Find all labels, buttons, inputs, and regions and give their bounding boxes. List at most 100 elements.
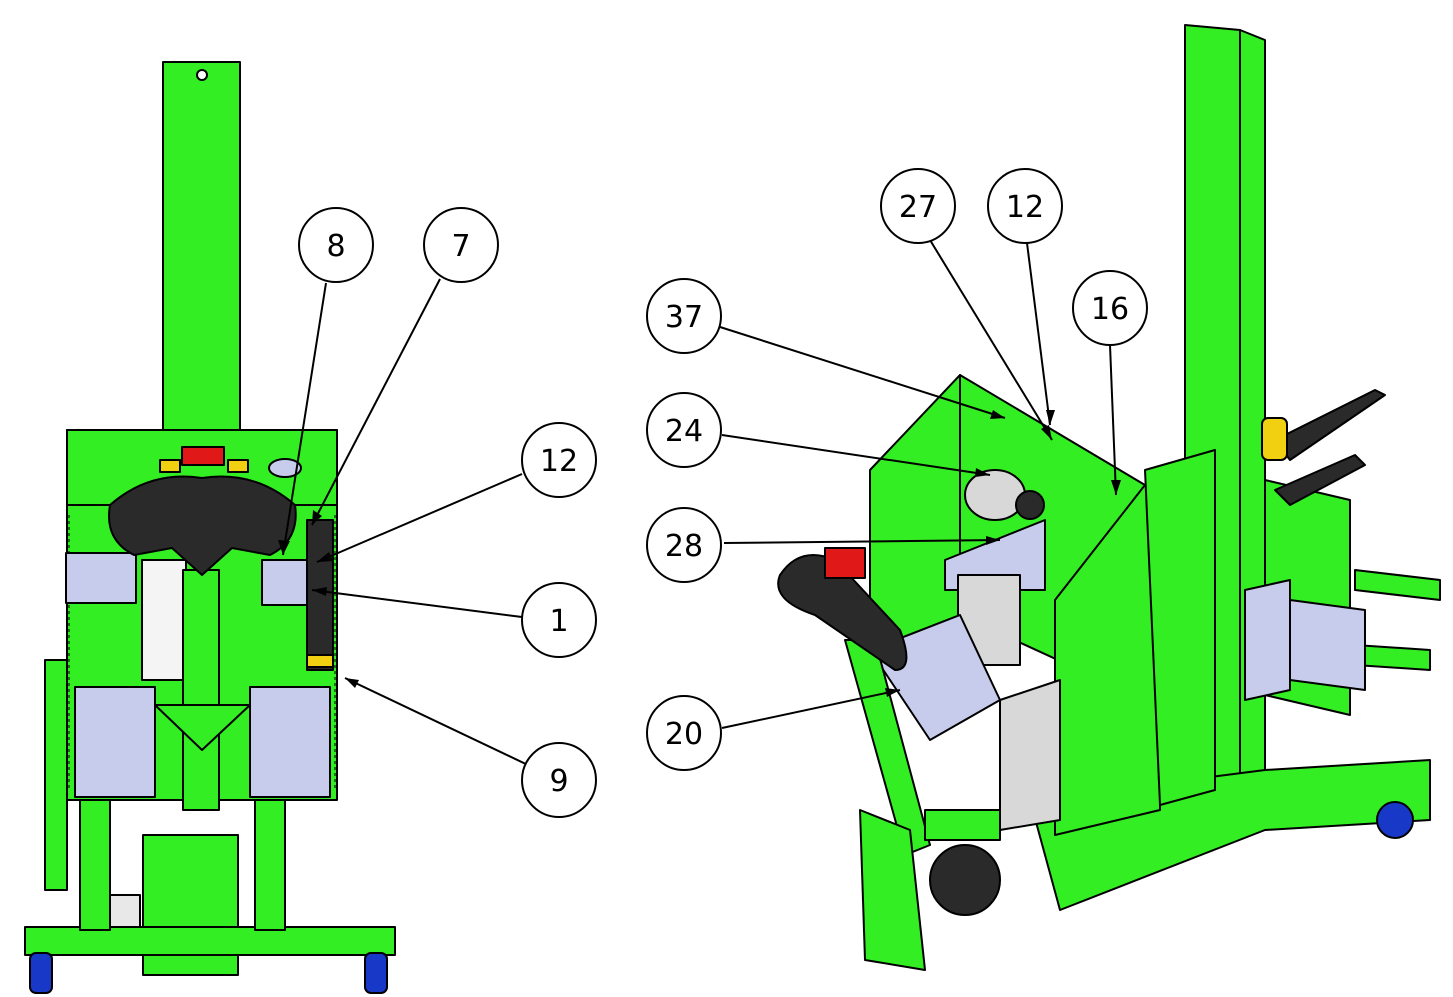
callout-circle [987, 168, 1063, 244]
valve-block [65, 552, 137, 604]
arrow-27 [1041, 425, 1052, 440]
callout-circle [880, 168, 956, 244]
callout-circle [521, 422, 597, 498]
callout-12-iso: 12 [987, 168, 1063, 244]
battery-panel-left [74, 686, 156, 798]
drive-cover-iso [859, 809, 926, 971]
arrow-16 [1111, 480, 1121, 495]
leader-7 [311, 278, 441, 526]
vent-slots-left [68, 515, 336, 790]
callout-circle [646, 278, 722, 354]
arrow-12-iso [1046, 410, 1055, 425]
iso-frame-column [1144, 449, 1216, 806]
callout-label: 24 [665, 414, 703, 449]
callout-circle [646, 507, 722, 583]
leader-9 [344, 677, 531, 767]
hydraulic-tank-iso [957, 574, 1021, 666]
side-guard [44, 659, 68, 891]
leader-24 [721, 434, 991, 476]
callout-28: 28 [646, 507, 722, 583]
arrow-28 [986, 536, 1000, 545]
arrow-12-front [317, 552, 333, 562]
clamp-plate [1244, 579, 1291, 701]
callout-circle [646, 392, 722, 468]
callout-label: 12 [1006, 190, 1044, 225]
callout-circle [423, 207, 499, 283]
callout-27: 27 [880, 168, 956, 244]
arrow-37 [990, 410, 1005, 419]
drive-wheel-iso [929, 844, 1001, 916]
battery-panel-right [249, 686, 331, 798]
arrow-8 [278, 540, 290, 555]
callout-37: 37 [646, 278, 722, 354]
tiller-column [182, 569, 220, 811]
callout-label: 16 [1091, 292, 1129, 327]
callout-16: 16 [1072, 270, 1148, 346]
callout-9: 9 [521, 742, 597, 818]
fuse-tip [306, 654, 334, 668]
arrow-9 [345, 678, 359, 688]
clamp-arm-lower [1354, 644, 1431, 671]
fork-yellow-cap [1261, 417, 1288, 461]
upper-fork [1274, 389, 1386, 461]
left-wheel [29, 952, 53, 994]
arrow-1 [312, 587, 327, 596]
leader-27 [929, 239, 1053, 441]
leader-12-iso [1026, 242, 1051, 426]
callouts-iso: 27 12 16 37 24 28 20 [646, 168, 1148, 771]
battery-box-iso [999, 679, 1061, 831]
callout-circle [646, 695, 722, 771]
callout-20: 20 [646, 695, 722, 771]
leader-1 [311, 589, 523, 618]
right-wheel [364, 952, 388, 994]
front-view-machine [24, 61, 396, 994]
callout-label: 8 [326, 229, 345, 264]
contactor-block [261, 559, 313, 606]
callout-7: 7 [423, 207, 499, 283]
cross-bracing [154, 704, 251, 751]
arrow-7 [312, 510, 322, 525]
gripper-block [1289, 599, 1366, 691]
left-leg [79, 799, 111, 931]
pump-motor [964, 469, 1026, 521]
leader-37 [719, 326, 1006, 419]
leader-lines [282, 239, 1117, 767]
leader-arrowheads [278, 410, 1121, 697]
callout-circle [521, 742, 597, 818]
handle-button-yellow-r [227, 459, 249, 473]
iso-body-left [869, 374, 961, 651]
callout-label: 20 [665, 717, 703, 752]
key-switch [268, 458, 302, 478]
leader-8 [282, 282, 327, 556]
callout-label: 27 [899, 190, 937, 225]
clamp-arm-upper [1354, 569, 1441, 601]
callout-label: 12 [540, 444, 578, 479]
pump-mount [944, 519, 1046, 591]
callouts-front: 8 7 12 1 9 [298, 207, 597, 818]
callout-label: 9 [549, 764, 568, 799]
callout-label: 1 [549, 604, 568, 639]
callout-circle [298, 207, 374, 283]
iso-handle-red [824, 547, 866, 579]
handle-button-yellow-l [159, 459, 181, 473]
arrow-20 [885, 688, 900, 697]
callout-circle [521, 582, 597, 658]
callout-label: 28 [665, 529, 703, 564]
handle-button-red [181, 446, 225, 466]
drive-plate [924, 809, 1001, 841]
front-mast [162, 61, 241, 433]
iso-handle [777, 554, 908, 671]
leader-12-front [316, 473, 523, 563]
iso-view-machine [777, 24, 1441, 971]
leader-16 [1109, 344, 1117, 496]
iso-wheel [1376, 801, 1414, 839]
arrow-24 [975, 468, 990, 477]
base-bar [24, 926, 396, 956]
callout-label: 7 [451, 229, 470, 264]
callout-1: 1 [521, 582, 597, 658]
callout-8: 8 [298, 207, 374, 283]
callout-24: 24 [646, 392, 722, 468]
lower-fork [1274, 454, 1366, 506]
mast-hole [196, 69, 208, 81]
